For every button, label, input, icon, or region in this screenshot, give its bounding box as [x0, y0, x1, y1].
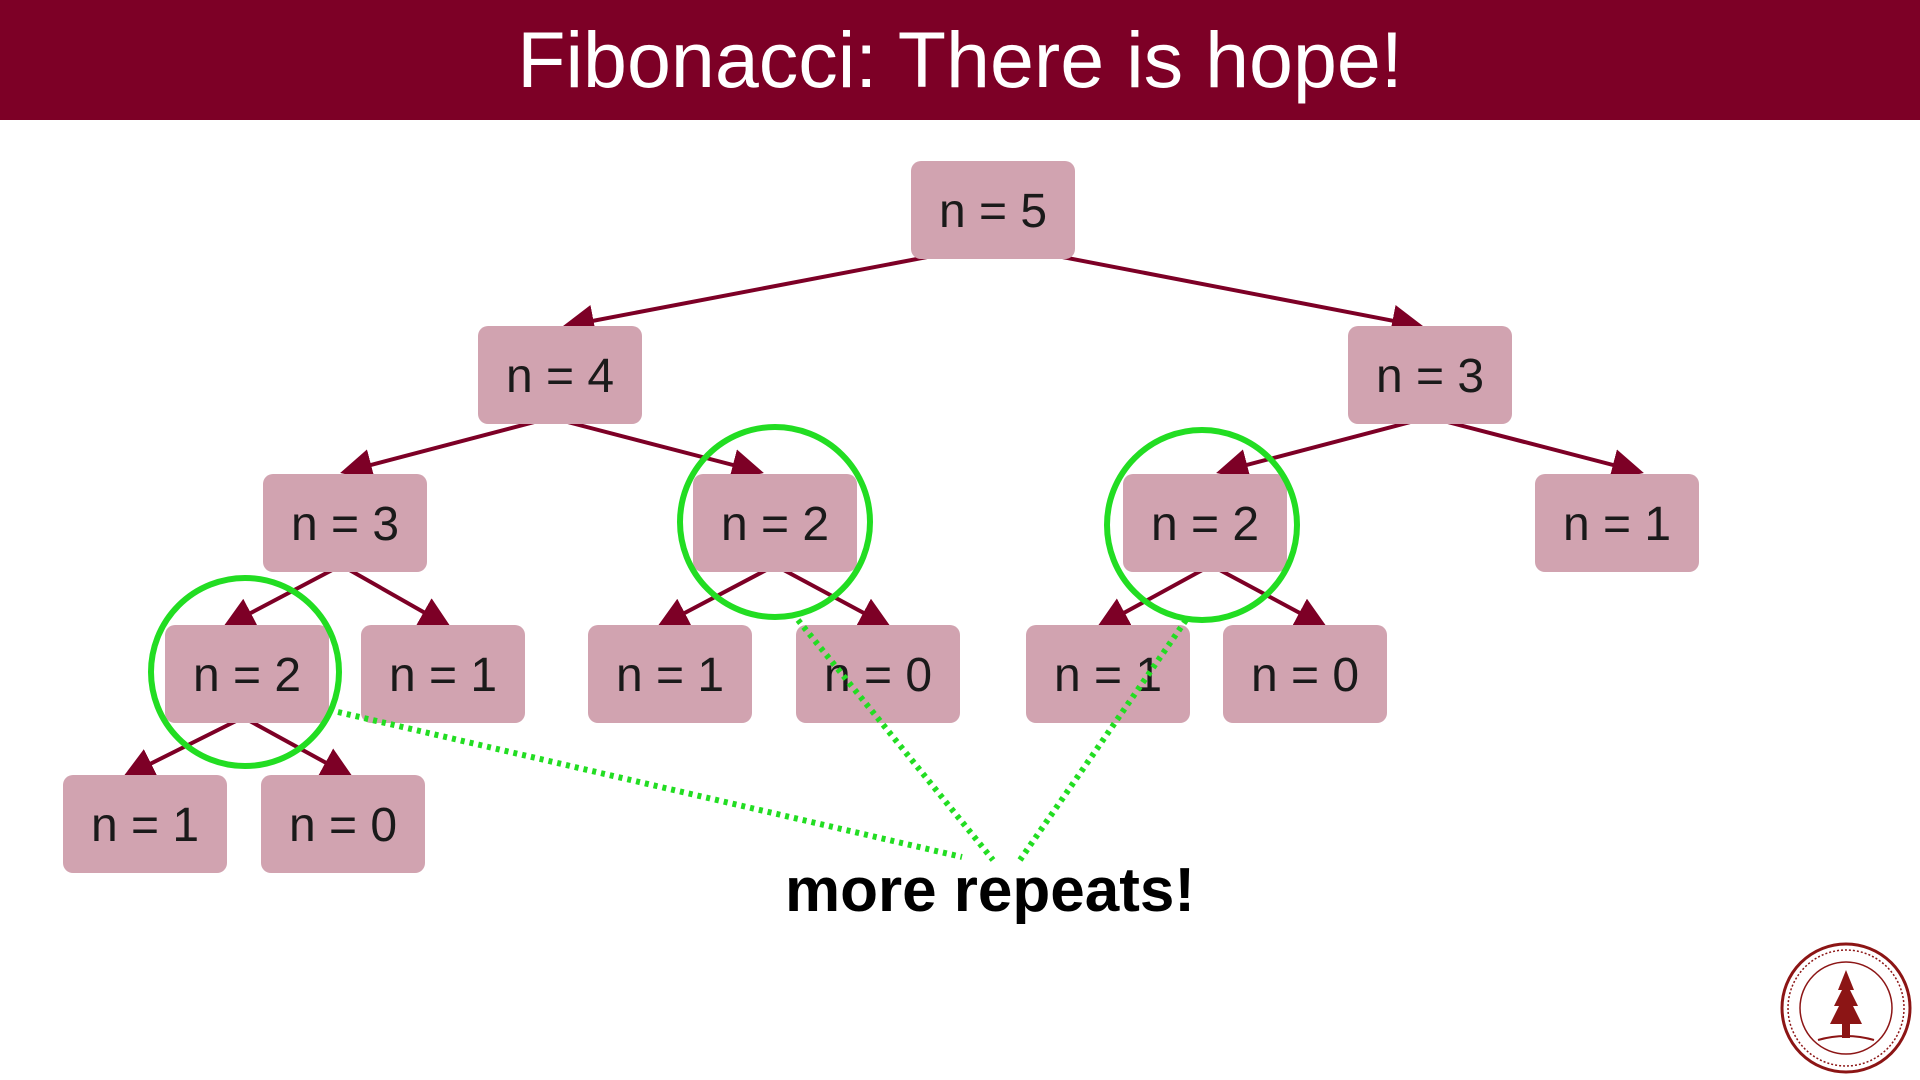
tree-edge-n5-n3b — [999, 243, 1424, 337]
tree-node-n1c: n = 1 — [1026, 625, 1190, 723]
tree-node-n3b: n = 3 — [1348, 326, 1512, 424]
tree-node-box — [263, 474, 427, 572]
tree-edge-n2c-n0b — [1215, 566, 1328, 628]
tree-node-n2c: n = 2 — [1123, 474, 1287, 572]
tree-node-box — [361, 625, 525, 723]
tree-node-box — [911, 161, 1075, 259]
tree-node-n5: n = 5 — [911, 161, 1075, 259]
tree-node-n1b: n = 1 — [588, 625, 752, 723]
repeat-highlight-circle-n2b — [148, 575, 342, 769]
tree-node-label: n = 4 — [506, 350, 614, 403]
tree-edge-n4-n3a — [340, 417, 547, 481]
tree-node-label: n = 0 — [289, 799, 397, 852]
tree-node-box — [165, 625, 329, 723]
tree-node-n0c: n = 0 — [261, 775, 425, 873]
tree-node-box — [261, 775, 425, 873]
tree-node-label: n = 2 — [193, 649, 301, 702]
callout-pointer-line-1 — [337, 709, 963, 860]
tree-node-label: n = 1 — [1054, 649, 1162, 702]
tree-node-label: n = 2 — [721, 498, 829, 551]
callout-pointer-line-3 — [1017, 618, 1189, 862]
tree-node-n1a: n = 1 — [361, 625, 525, 723]
tree-edge-n3a-n1a — [345, 566, 452, 628]
tree-node-label: n = 3 — [1376, 350, 1484, 403]
tree-node-label: n = 1 — [616, 649, 724, 702]
tree-node-n4: n = 4 — [478, 326, 642, 424]
tree-node-box — [693, 474, 857, 572]
tree-edge-n3b-n2c — [1216, 417, 1423, 481]
tree-node-box — [1026, 625, 1190, 723]
tree-node-n1e: n = 1 — [1535, 474, 1699, 572]
tree-node-label: n = 5 — [939, 185, 1047, 238]
tree-edge-n3b-n1e — [1435, 417, 1644, 481]
tree-node-n1d: n = 1 — [63, 775, 227, 873]
tree-node-box — [63, 775, 227, 873]
more-repeats-callout: more repeats! — [784, 856, 1196, 925]
tree-edge-n2c-n1c — [1096, 566, 1207, 628]
tree-node-box — [1535, 474, 1699, 572]
tree-node-label: n = 3 — [291, 498, 399, 551]
tree-edge-n4-n2a — [555, 417, 764, 481]
tree-edge-n2b-n1d — [122, 718, 239, 778]
tree-node-label: n = 2 — [1151, 498, 1259, 551]
tree-node-box — [796, 625, 960, 723]
title-banner — [0, 0, 1920, 120]
tree-node-label: n = 1 — [1563, 498, 1671, 551]
tree-node-label: n = 0 — [1251, 649, 1359, 702]
tree-node-n0b: n = 0 — [1223, 625, 1387, 723]
callout-pointer-line-2 — [795, 618, 996, 862]
slide-title: Fibonacci: There is hope! — [517, 15, 1403, 104]
tree-node-box — [1123, 474, 1287, 572]
tree-node-label: n = 1 — [91, 799, 199, 852]
tree-node-n3a: n = 3 — [263, 474, 427, 572]
tree-edge-n3a-n2b — [222, 566, 337, 628]
repeat-highlight-circle-n2c — [1104, 427, 1300, 623]
tree-node-box — [1348, 326, 1512, 424]
tree-node-n2a: n = 2 — [693, 474, 857, 572]
tree-node-n2b: n = 2 — [165, 625, 329, 723]
tree-node-label: n = 0 — [824, 649, 932, 702]
stanford-university-seal-logo — [1780, 942, 1912, 1074]
repeat-highlight-circle-n2a — [677, 424, 873, 620]
tree-node-box — [1223, 625, 1387, 723]
tree-node-box — [588, 625, 752, 723]
tree-node-n0a: n = 0 — [796, 625, 960, 723]
tree-node-label: n = 1 — [389, 649, 497, 702]
tree-node-box — [478, 326, 642, 424]
